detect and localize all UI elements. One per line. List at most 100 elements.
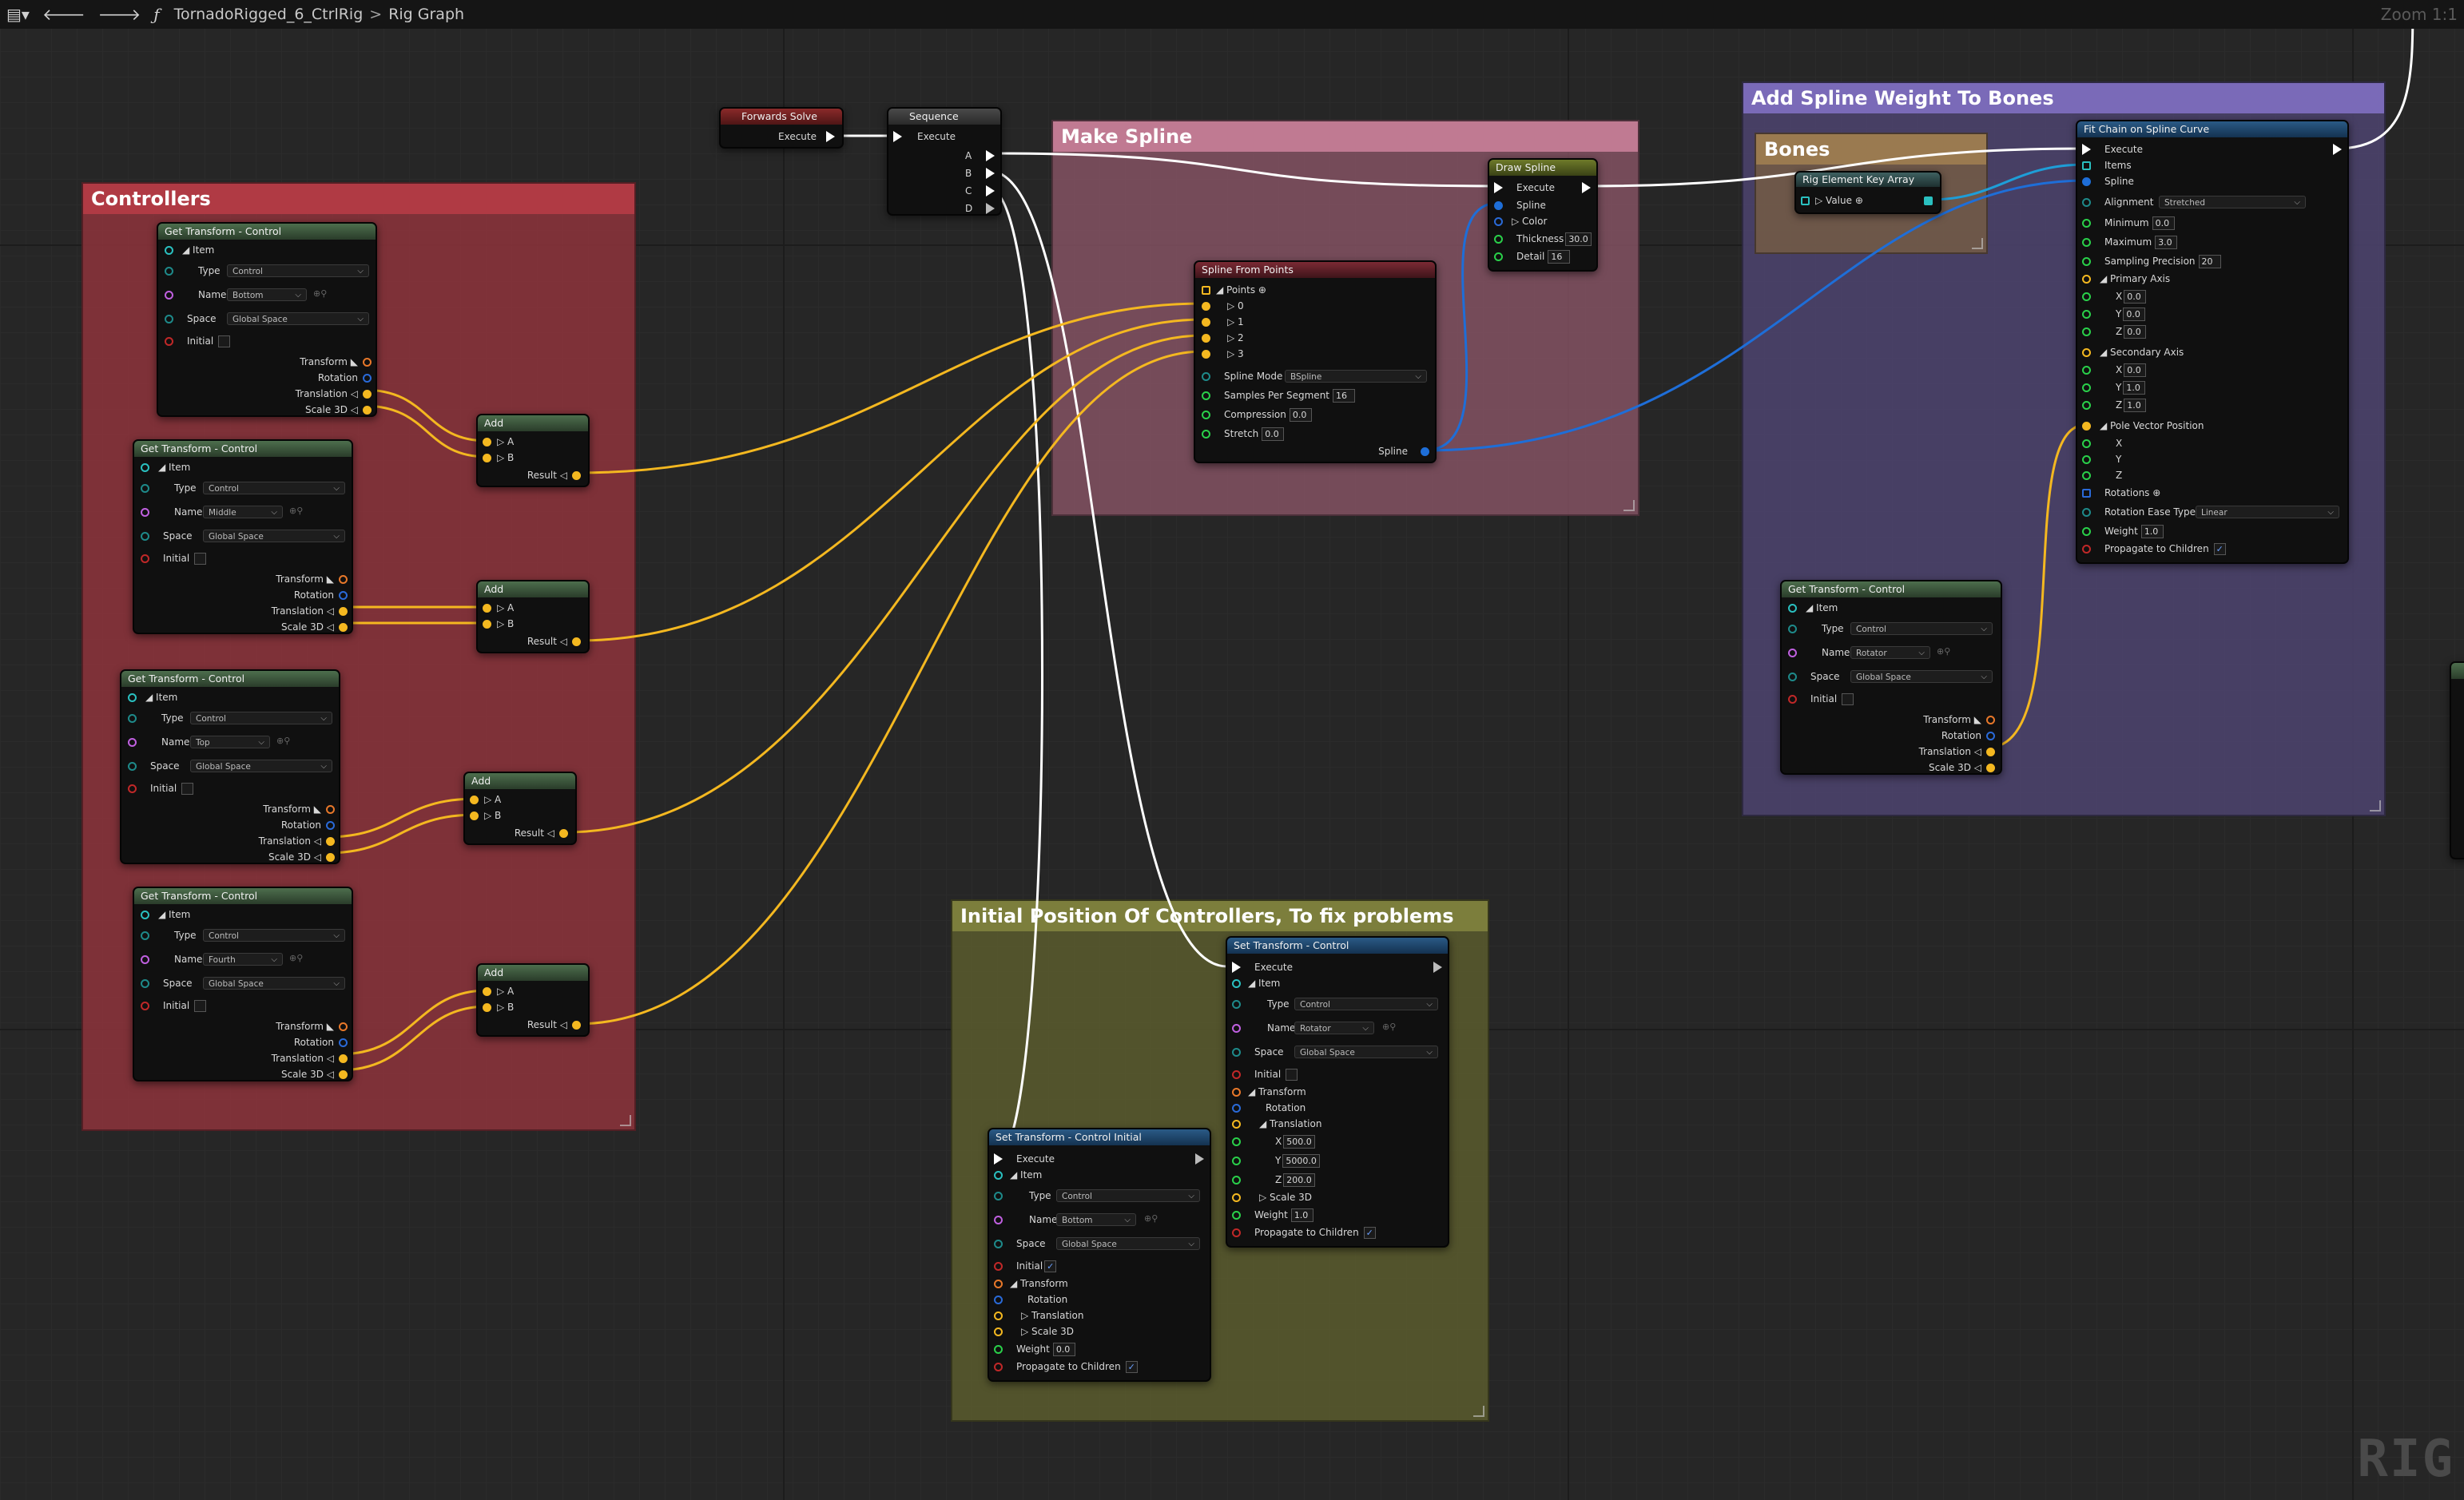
items-pin[interactable]: [2082, 161, 2091, 170]
browse-icon[interactable]: ⊕⚲: [1144, 1213, 1158, 1224]
transform-pin[interactable]: [339, 1022, 348, 1031]
translation-x-input[interactable]: 500.0: [1283, 1135, 1315, 1149]
samples-input[interactable]: 16: [1333, 389, 1355, 403]
node-set-transform-control-initial[interactable]: Set Transform - Control Initial Execute …: [988, 1128, 1211, 1382]
node-rig-element-key-array[interactable]: Rig Element Key Array ▷ Value ⊕: [1794, 171, 1941, 214]
spline-output-pin[interactable]: [1421, 447, 1429, 456]
name-dropdown[interactable]: Rotator⌵: [1850, 646, 1930, 659]
name-pin[interactable]: [165, 291, 173, 300]
node-get-transform-fourth[interactable]: Get Transform - Control ◢ Item Type Cont…: [133, 887, 353, 1081]
exec-output-pin-d[interactable]: [986, 203, 995, 214]
primary-axis-pin[interactable]: [2082, 275, 2091, 284]
result-pin[interactable]: [559, 829, 568, 838]
item-pin[interactable]: [128, 693, 137, 702]
translation-pin[interactable]: [363, 390, 372, 399]
detail-input[interactable]: 16: [1548, 250, 1571, 264]
space-pin[interactable]: [128, 762, 137, 771]
space-dropdown[interactable]: Global Space⌵: [1294, 1046, 1438, 1058]
space-dropdown[interactable]: Global Space⌵: [1850, 670, 1993, 683]
item-pin[interactable]: [141, 463, 149, 472]
primary-z-input[interactable]: 0.0: [2124, 325, 2147, 339]
point-2-pin[interactable]: [1202, 334, 1210, 343]
translation-pin[interactable]: [1986, 748, 1995, 756]
initial-pin[interactable]: [128, 784, 137, 793]
type-pin[interactable]: [141, 484, 149, 493]
exec-output-pin[interactable]: [826, 131, 835, 142]
type-pin[interactable]: [1232, 1000, 1241, 1009]
propagate-checkbox[interactable]: ✓: [2213, 543, 2226, 555]
b-pin[interactable]: [483, 454, 491, 462]
node-get-transform-bottom[interactable]: Get Transform - Control ◢ Item Type Cont…: [157, 222, 377, 417]
samples-pin[interactable]: [1202, 391, 1210, 400]
initial-pin[interactable]: [165, 337, 173, 346]
initial-checkbox[interactable]: [194, 1000, 207, 1012]
thickness-pin[interactable]: [1494, 235, 1503, 244]
array-output-pin[interactable]: [1924, 196, 1933, 205]
stretch-pin[interactable]: [1202, 430, 1210, 438]
b-pin[interactable]: [470, 812, 479, 820]
initial-checkbox[interactable]: [1286, 1069, 1298, 1081]
browse-icon[interactable]: ⊕⚲: [276, 736, 291, 746]
points-pin[interactable]: [1202, 286, 1210, 295]
name-pin[interactable]: [994, 1216, 1003, 1224]
space-dropdown[interactable]: Global Space⌵: [190, 760, 332, 772]
maximum-input[interactable]: 3.0: [2155, 236, 2178, 249]
space-dropdown[interactable]: Global Space⌵: [203, 977, 345, 990]
node-offscreen-partial[interactable]: [2450, 661, 2464, 859]
resize-handle[interactable]: [1972, 238, 1983, 249]
space-dropdown[interactable]: Global Space⌵: [227, 312, 369, 325]
browse-icon[interactable]: ⊕⚲: [1382, 1022, 1397, 1032]
exec-output-pin[interactable]: [1582, 182, 1591, 193]
node-get-transform-top[interactable]: Get Transform - Control ◢ Item Type Cont…: [120, 669, 340, 864]
type-pin[interactable]: [994, 1192, 1003, 1200]
resize-handle[interactable]: [2370, 800, 2381, 812]
secondary-z-pin[interactable]: [2082, 401, 2091, 410]
pole-vector-pin[interactable]: [2082, 422, 2091, 431]
initial-checkbox[interactable]: [1842, 693, 1854, 705]
resize-handle[interactable]: [1623, 500, 1635, 511]
rotation-pin[interactable]: [339, 1038, 348, 1047]
scale3d-pin[interactable]: [994, 1327, 1003, 1336]
forward-arrow-icon[interactable]: 🡒: [97, 5, 141, 24]
resize-handle[interactable]: [620, 1115, 631, 1126]
name-pin[interactable]: [128, 738, 137, 747]
value-input-pin[interactable]: [1801, 196, 1810, 205]
space-pin[interactable]: [1232, 1048, 1241, 1057]
exec-output-pin-a[interactable]: [986, 150, 995, 161]
sampling-pin[interactable]: [2082, 257, 2091, 266]
type-dropdown[interactable]: Control⌵: [1056, 1189, 1200, 1202]
menu-icon[interactable]: ▤▾: [6, 5, 30, 24]
item-pin[interactable]: [141, 911, 149, 919]
minimum-input[interactable]: 0.0: [2152, 216, 2175, 230]
ease-type-pin[interactable]: [2082, 508, 2091, 517]
rotations-pin[interactable]: [2082, 489, 2091, 498]
exec-input-pin[interactable]: [994, 1153, 1003, 1165]
space-pin[interactable]: [1788, 673, 1797, 681]
pole-y-pin[interactable]: [2082, 455, 2091, 464]
a-pin[interactable]: [483, 987, 491, 996]
node-add-3[interactable]: Add ▷ A ▷ B Result ◁: [463, 772, 577, 845]
propagate-pin[interactable]: [1232, 1228, 1241, 1237]
node-sequence[interactable]: Sequence Execute A B C D: [887, 107, 1002, 216]
weight-input[interactable]: 1.0: [2140, 525, 2164, 538]
translation-y-input[interactable]: 5000.0: [1282, 1154, 1320, 1168]
scale3d-pin[interactable]: [1986, 764, 1995, 772]
browse-icon[interactable]: ⊕⚲: [313, 288, 328, 299]
stretch-input[interactable]: 0.0: [1262, 427, 1285, 441]
item-pin[interactable]: [1788, 604, 1797, 613]
minimum-pin[interactable]: [2082, 219, 2091, 228]
spline-mode-pin[interactable]: [1202, 372, 1210, 381]
secondary-y-input[interactable]: 1.0: [2123, 381, 2146, 395]
initial-pin[interactable]: [1788, 695, 1797, 704]
rotation-pin[interactable]: [363, 374, 372, 383]
rotation-pin[interactable]: [326, 821, 335, 830]
color-pin[interactable]: [1494, 217, 1503, 226]
point-0-pin[interactable]: [1202, 302, 1210, 311]
initial-pin[interactable]: [141, 1002, 149, 1010]
node-spline-from-points[interactable]: Spline From Points ◢ Points ⊕ ▷ 0 ▷ 1 ▷ …: [1194, 260, 1437, 463]
rotation-pin[interactable]: [1232, 1104, 1241, 1113]
type-pin[interactable]: [165, 267, 173, 276]
node-draw-spline[interactable]: Draw Spline Execute Spline ▷ Color Thick…: [1488, 158, 1598, 272]
transform-pin[interactable]: [1232, 1088, 1241, 1097]
weight-pin[interactable]: [2082, 527, 2091, 536]
